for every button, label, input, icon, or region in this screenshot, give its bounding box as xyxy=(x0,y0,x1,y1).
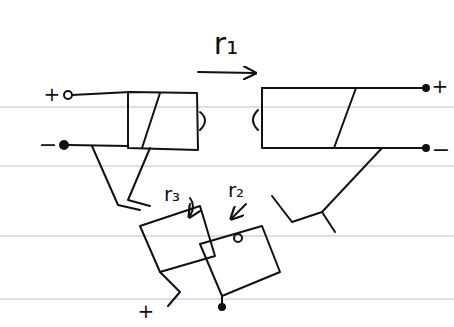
resistance-label: r₃ xyxy=(164,184,180,204)
resistance-label: r₂ xyxy=(228,180,244,200)
left-two-port xyxy=(60,91,205,210)
terminal-sign: − xyxy=(39,134,57,156)
right-two-port xyxy=(253,85,429,232)
terminal-sign: − xyxy=(432,139,450,161)
ruled-lines xyxy=(0,107,454,299)
terminal-sign: + xyxy=(44,84,61,104)
terminal-sign: + xyxy=(138,301,155,321)
arrow xyxy=(198,72,254,73)
resistance-label: r₁ xyxy=(214,29,238,59)
terminal-sign: + xyxy=(432,76,449,96)
arrow xyxy=(232,204,246,218)
arrow xyxy=(190,198,193,216)
bottom-two-port xyxy=(140,206,280,310)
